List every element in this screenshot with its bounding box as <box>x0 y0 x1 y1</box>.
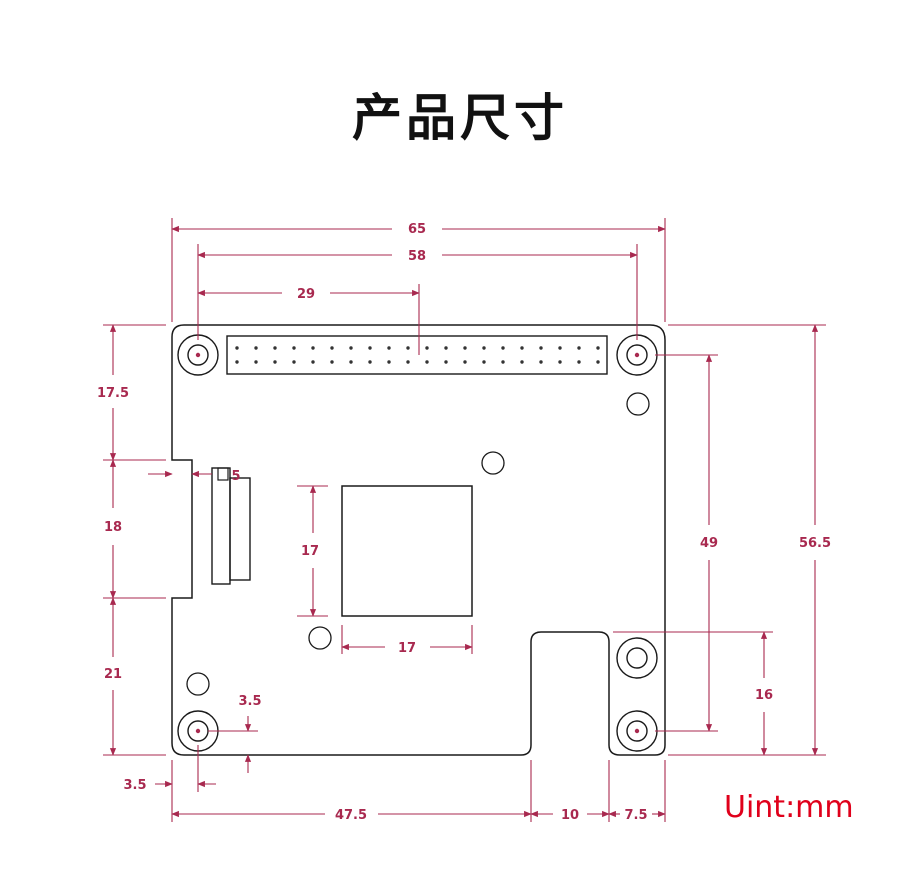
small-hole <box>626 392 650 416</box>
dim-label-chip-height: 17 <box>301 544 319 559</box>
dim-label-bottom-notch: 10 <box>561 808 579 823</box>
page-title: 产品尺寸 <box>352 89 568 147</box>
dim-label-chip-width: 17 <box>398 641 416 656</box>
unit-note: Uint:mm <box>724 790 854 825</box>
dim-label-notch-small: 5 <box>231 469 240 484</box>
chip <box>341 485 473 617</box>
gpio-header <box>226 335 608 375</box>
dim-label-hole-offset-y: 3.5 <box>238 694 261 709</box>
dim-label-bottom-right: 7.5 <box>624 808 647 823</box>
dim-label-bottom-left: 47.5 <box>335 808 367 823</box>
dim-label-right-hole-spacing: 49 <box>700 536 718 551</box>
dim-label-notch-right: 16 <box>755 688 773 703</box>
dim-label-overall-width: 65 <box>408 222 426 237</box>
mounting-hole-top-right <box>616 334 658 376</box>
side-connector <box>211 467 251 585</box>
small-hole <box>308 626 332 650</box>
dim-label-hole-spacing-x: 58 <box>408 249 426 264</box>
dim-label-left-mid: 18 <box>104 520 122 535</box>
small-hole <box>481 451 505 475</box>
dim-label-hole-offset-x: 3.5 <box>123 778 146 793</box>
dim-label-overall-height: 56.5 <box>799 536 831 551</box>
small-hole <box>186 672 210 696</box>
mounting-hole-bottom-right <box>616 710 658 752</box>
board-outline <box>171 324 666 756</box>
dim-label-left-bottom: 21 <box>104 667 122 682</box>
gpio-pins <box>235 346 600 364</box>
mounting-hole-top-left <box>177 334 219 376</box>
dim-label-header-center: 29 <box>297 287 315 302</box>
dim-label-left-top: 17.5 <box>97 386 129 401</box>
mounting-hole-right-middle <box>616 637 658 679</box>
